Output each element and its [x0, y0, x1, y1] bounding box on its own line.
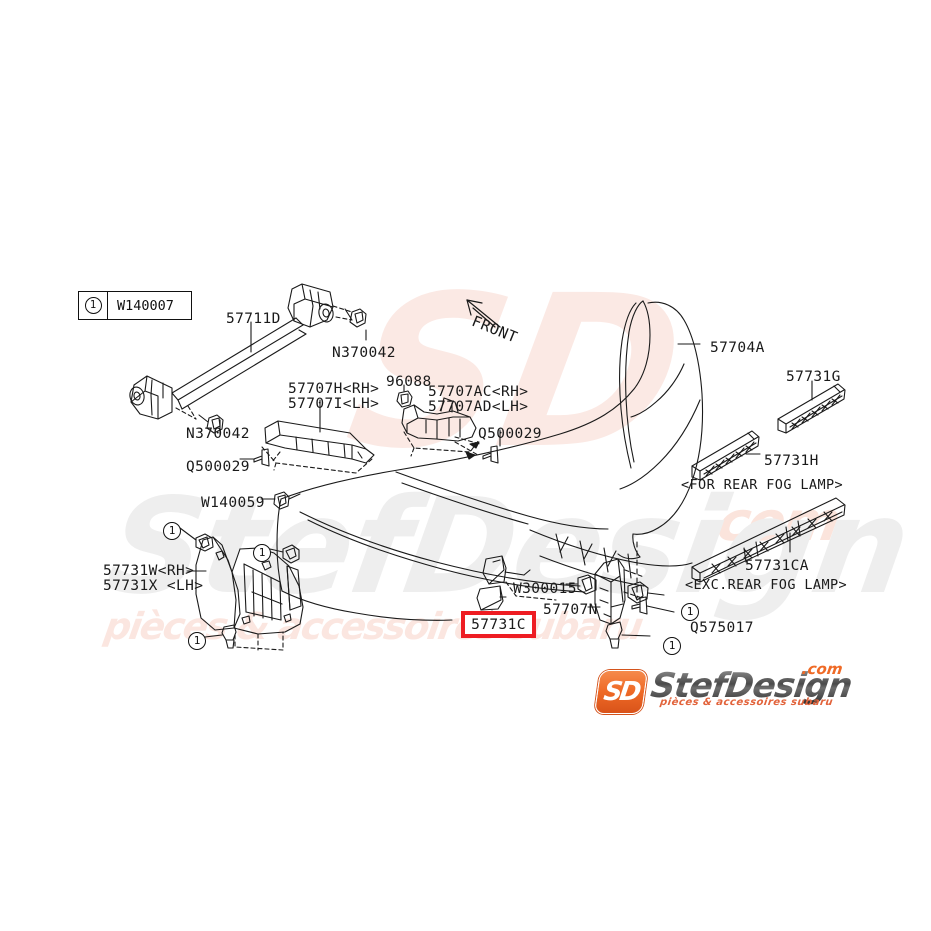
part-label-q500029: Q500029	[186, 459, 250, 475]
part-label-57707ilh: 57707I<LH>	[288, 396, 380, 412]
part-57707n-bracket	[587, 558, 675, 649]
part-label-57731ca: 57731CA	[745, 558, 809, 574]
part-label-57731h: 57731H	[764, 453, 819, 469]
logo-dotcom: .com	[800, 660, 844, 678]
legend-number-cell: 1	[79, 292, 108, 319]
part-label-57731g: 57731G	[786, 369, 841, 385]
part-57704a-bumper-cover	[276, 300, 704, 623]
part-label-q575017: Q575017	[690, 620, 754, 636]
logo-tagline: pièces & accessoires subaru	[659, 697, 834, 708]
part-label-57707acrh: 57707AC<RH>	[428, 384, 529, 400]
part-57707ac-bracket	[396, 384, 501, 464]
callout-number: 1	[253, 543, 271, 562]
callout-number: 1	[663, 636, 681, 655]
part-57731g-grille	[777, 380, 846, 434]
part-label-57707n: 57707N	[543, 602, 598, 618]
part-label-forrearfoglamp: <FOR REAR FOG LAMP>	[681, 477, 844, 493]
part-label-57731xlh: 57731X <LH>	[103, 578, 204, 594]
callout-number: 1	[188, 631, 206, 650]
part-label-q500029: Q500029	[478, 426, 542, 442]
part-label-96088: 96088	[386, 374, 432, 390]
stefdesign-logo[interactable]: SD StefDesign .com pièces & accessoires …	[593, 660, 855, 720]
part-label-n370042: N370042	[186, 426, 250, 442]
highlighted-part-box[interactable]: 57731C	[461, 611, 536, 638]
part-57731ca-grille	[691, 497, 846, 583]
front-arrow	[466, 299, 501, 328]
legend-callout-number: 1	[84, 297, 102, 314]
part-label-57704a: 57704A	[710, 340, 765, 356]
part-label-57707hrh: 57707H<RH>	[288, 381, 380, 397]
part-label-w140059: W140059	[201, 495, 265, 511]
part-label-n370042: N370042	[332, 345, 396, 361]
part-label-57707adlh: 57707AD<LH>	[428, 399, 529, 415]
callout-number: 1	[163, 521, 181, 540]
part-w300015-grommet	[565, 574, 597, 595]
label-leaders	[499, 343, 701, 598]
part-label-57731wrh: 57731W<RH>	[103, 563, 195, 579]
callout-bubble: 1	[681, 600, 699, 621]
part-label-excrearfoglamp: <EXC.REAR FOG LAMP>	[685, 577, 848, 593]
logo-monogram: SD	[601, 677, 641, 707]
logo-mark-icon: SD	[593, 670, 649, 714]
part-57731h-grille	[691, 430, 761, 481]
legend-part-number: W140007	[117, 297, 174, 314]
part-label-w300015: W300015	[513, 581, 577, 597]
callout-number: 1	[681, 602, 699, 621]
callout-bubble: 1	[163, 519, 181, 540]
part-w140059-clip	[260, 491, 301, 510]
highlighted-part-number: 57731C	[471, 616, 526, 633]
part-57707h-bracket	[239, 399, 375, 474]
callout-bubble: 1	[188, 629, 206, 650]
callout-bubble: 1	[663, 634, 681, 655]
part-label-57711d: 57711D	[226, 311, 281, 327]
legend-box: 1 W140007	[78, 291, 192, 320]
callout-bubble: 1	[253, 541, 271, 562]
part-57711d-beam	[129, 283, 367, 435]
